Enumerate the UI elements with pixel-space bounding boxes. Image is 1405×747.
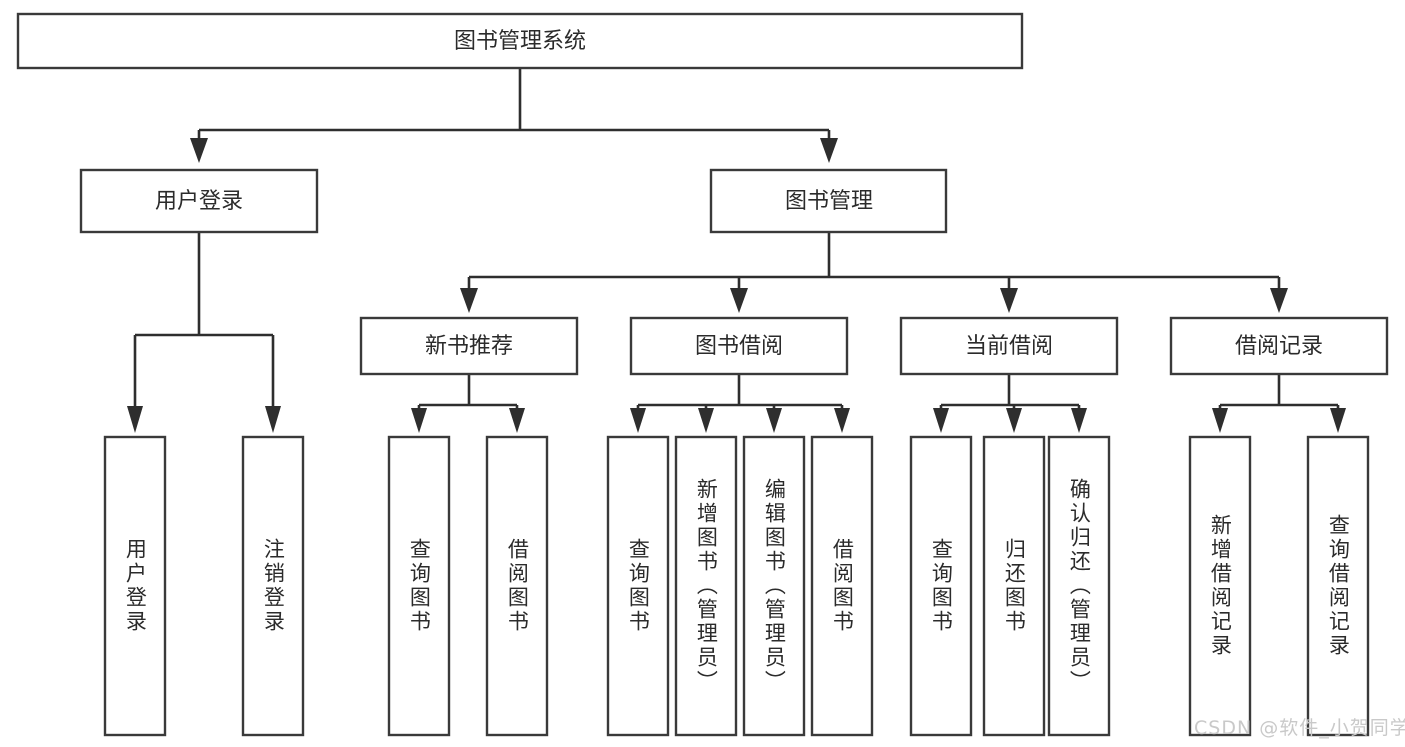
connector-newbookrec-to-leaves (411, 374, 525, 433)
arrow-head-to-new-book-rec (460, 288, 478, 313)
arrow-head-to-book-borrow (730, 288, 748, 313)
connector-currentborrow-to-leaves (933, 374, 1087, 433)
leaf-box-logout[interactable] (241, 435, 305, 737)
node-root[interactable]: 图书管理系统 (16, 12, 1024, 70)
arrow-head-leaf-add-book (698, 408, 714, 433)
arrow-head-to-borrow-records (1270, 288, 1288, 313)
node-book-management[interactable]: 图书管理 (709, 168, 948, 234)
connector-borrowrecords-to-leaves (1212, 374, 1346, 433)
leaf-box-confirm-return[interactable] (1047, 435, 1111, 737)
leaf-box-user-login[interactable] (103, 435, 167, 737)
leaf-box-query-record[interactable] (1306, 435, 1370, 737)
node-new-book-recommend-label: 新书推荐 (425, 334, 513, 359)
node-book-borrow-box[interactable] (629, 316, 849, 376)
connector-root-to-level2 (190, 68, 838, 163)
node-root-box[interactable] (16, 12, 1024, 70)
arrow-head-leaf-add-record (1212, 408, 1228, 433)
node-current-borrow[interactable]: 当前借阅 (899, 316, 1119, 376)
connector-bookmgmt-to-level3 (460, 232, 1288, 313)
node-borrow-records-box[interactable] (1169, 316, 1389, 376)
node-current-borrow-box[interactable] (899, 316, 1119, 376)
node-user-login-box[interactable] (79, 168, 319, 234)
arrow-head-to-current-borrow (1000, 288, 1018, 313)
arrow-head-to-user-login (190, 138, 208, 163)
leaf-box-borrow-book-a[interactable] (485, 435, 549, 737)
leaf-box-edit-book[interactable] (742, 435, 806, 737)
arrow-head-leaf-logout (265, 406, 281, 433)
node-book-management-label: 图书管理 (785, 189, 873, 214)
node-root-label: 图书管理系统 (454, 29, 586, 54)
node-borrow-records-label: 借阅记录 (1235, 334, 1323, 359)
leaf-box-query-book-a[interactable] (387, 435, 451, 737)
leaf-box-query-book-b[interactable] (606, 435, 670, 737)
arrow-head-leaf-edit-book (766, 408, 782, 433)
arrow-head-leaf-return-book (1006, 408, 1022, 433)
node-user-login[interactable]: 用户登录 (79, 168, 319, 234)
leaf-boxes (103, 435, 1370, 737)
connector-login-to-leaves (127, 232, 281, 433)
arrow-head-leaf-borrow-book-b (834, 408, 850, 433)
arrow-head-leaf-query-book-b (630, 408, 646, 433)
arrow-head-leaf-query-record (1330, 408, 1346, 433)
leaf-box-return-book[interactable] (982, 435, 1046, 737)
node-user-login-label: 用户登录 (155, 189, 243, 214)
node-current-borrow-label: 当前借阅 (965, 334, 1053, 359)
connector-bookborrow-to-leaves (630, 374, 850, 433)
node-new-book-recommend[interactable]: 新书推荐 (359, 316, 579, 376)
leaf-box-add-record[interactable] (1188, 435, 1252, 737)
node-book-borrow-label: 图书借阅 (695, 334, 783, 359)
node-borrow-records[interactable]: 借阅记录 (1169, 316, 1389, 376)
arrow-head-to-book-mgmt (820, 138, 838, 163)
leaf-box-add-book[interactable] (674, 435, 738, 737)
node-new-book-recommend-box[interactable] (359, 316, 579, 376)
watermark-text: CSDN @软件_小贺同学 (1194, 717, 1405, 739)
arrow-head-leaf-user-login (127, 406, 143, 433)
arrow-head-leaf-query-book-a (411, 408, 427, 433)
arrow-head-leaf-query-book-c (933, 408, 949, 433)
node-book-borrow[interactable]: 图书借阅 (629, 316, 849, 376)
leaf-box-query-book-c[interactable] (909, 435, 973, 737)
arrow-head-leaf-borrow-book-a (509, 408, 525, 433)
leaf-box-borrow-book-b[interactable] (810, 435, 874, 737)
node-book-management-box[interactable] (709, 168, 948, 234)
arrow-head-leaf-confirm-return (1071, 408, 1087, 433)
